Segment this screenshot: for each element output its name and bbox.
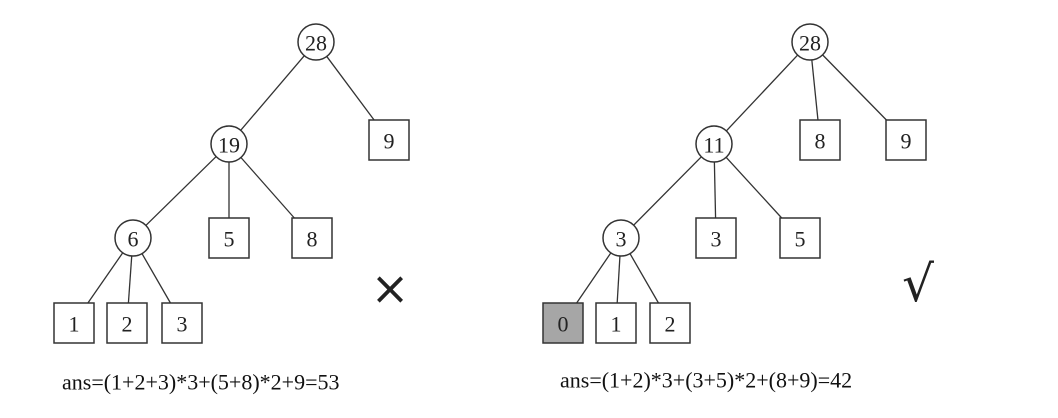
- left-edge-b-d: [145, 156, 217, 226]
- left-leaf-node-i: 3: [161, 302, 203, 344]
- node-label: 0: [558, 312, 569, 337]
- leaf-box: [368, 119, 410, 161]
- right-leaf-node-d: 9: [885, 119, 927, 161]
- edges-layer: [87, 54, 887, 304]
- left-leaf-node-e: 5: [208, 217, 250, 259]
- node-circle: [602, 219, 640, 257]
- right-leaf-node-c: 8: [799, 119, 841, 161]
- left-leaf-node-h: 2: [106, 302, 148, 344]
- leaf-box: [53, 302, 95, 344]
- right-edge-b-f: [713, 161, 717, 219]
- node-label: 19: [218, 133, 240, 158]
- leaf-box: [208, 217, 250, 259]
- node-label: 28: [305, 31, 327, 56]
- right-leaf-node-j: 2: [649, 302, 691, 344]
- shaded-leaf-box: [542, 302, 584, 344]
- right-leaf-node-f: 3: [695, 217, 737, 259]
- leaf-box: [779, 217, 821, 259]
- node-circle: [210, 125, 248, 163]
- right-internal-node-e: 3: [602, 219, 640, 257]
- node-label: 11: [703, 133, 724, 158]
- node-circle: [791, 23, 829, 61]
- leaf-box: [161, 302, 203, 344]
- node-label: 2: [665, 312, 676, 337]
- right-internal-node-b: 11: [695, 125, 733, 163]
- right-edge-e-h: [576, 252, 612, 304]
- leaf-box: [106, 302, 148, 344]
- correct-mark: √: [902, 255, 934, 313]
- node-label: 9: [384, 129, 395, 154]
- left-edge-a-b: [240, 55, 305, 131]
- node-label: 3: [711, 227, 722, 252]
- right-edge-a-b: [725, 54, 799, 132]
- left-internal-node-b: 19: [210, 125, 248, 163]
- node-label: 3: [177, 312, 188, 337]
- leaf-box: [799, 119, 841, 161]
- right-internal-node-a: 28: [791, 23, 829, 61]
- wrong-mark: ×: [371, 261, 410, 315]
- left-edge-d-i: [141, 253, 172, 304]
- leaf-box: [291, 217, 333, 259]
- right-edge-e-j: [629, 253, 660, 304]
- leaf-box: [649, 302, 691, 344]
- node-circle: [297, 23, 335, 61]
- left-edge-d-g: [87, 252, 124, 304]
- node-label: 2: [122, 312, 133, 337]
- node-circle: [695, 125, 733, 163]
- right-leaf-node-h: 0: [542, 302, 584, 344]
- right-leaf-node-g: 5: [779, 217, 821, 259]
- node-label: 3: [616, 227, 627, 252]
- node-label: 1: [611, 312, 622, 337]
- node-label: 5: [795, 227, 806, 252]
- node-label: 9: [901, 129, 912, 154]
- left-leaf-node-c: 9: [368, 119, 410, 161]
- right-edge-a-d: [822, 54, 887, 121]
- right-leaf-node-i: 1: [595, 302, 637, 344]
- leaf-box: [695, 217, 737, 259]
- right-edge-a-c: [811, 59, 819, 121]
- leaf-box: [885, 119, 927, 161]
- node-circle: [114, 219, 152, 257]
- right-edge-e-i: [616, 255, 621, 304]
- left-edge-b-f: [240, 157, 295, 219]
- left-leaf-node-g: 1: [53, 302, 95, 344]
- node-label: 5: [224, 227, 235, 252]
- node-label: 1: [69, 312, 80, 337]
- node-label: 8: [815, 129, 826, 154]
- right-edge-b-g: [725, 156, 783, 219]
- leaf-box: [595, 302, 637, 344]
- left-internal-node-a: 28: [297, 23, 335, 61]
- node-label: 6: [128, 227, 139, 252]
- left-edge-d-h: [127, 255, 133, 304]
- left-leaf-node-f: 8: [291, 217, 333, 259]
- left-internal-node-d: 6: [114, 219, 152, 257]
- node-label: 8: [307, 227, 318, 252]
- right-formula: ans=(1+2)*3+(3+5)*2+(8+9)=42: [560, 368, 852, 393]
- left-edge-a-c: [326, 56, 375, 121]
- nodes-layer: 28 19 9 6 5 8 1 2 3 28 11 8 9 3 3 5 0 1 2: [53, 23, 927, 344]
- left-formula: ans=(1+2+3)*3+(5+8)*2+9=53: [62, 370, 339, 395]
- right-edge-b-e: [633, 156, 702, 226]
- node-label: 28: [799, 31, 821, 56]
